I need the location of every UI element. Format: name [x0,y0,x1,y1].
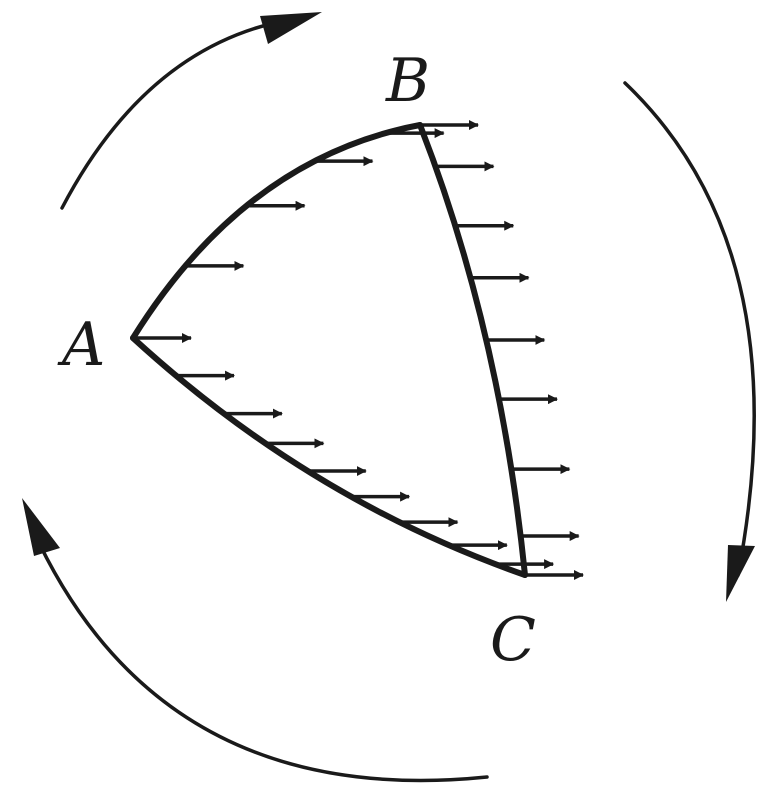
edge-a-b [130,122,423,341]
circulation-arrow-right [623,81,756,602]
triangle [130,122,528,578]
circulation-arrow-top-left [60,12,322,210]
vertex-label-c: C [490,605,536,675]
arrowhead-top-left [260,12,322,44]
circulation-arrow-bottom-left [22,498,489,783]
vertex-label-a: A [57,310,105,380]
vertex-label-b: B [385,46,430,116]
arrowhead-right [726,545,755,602]
vector-field [133,120,584,580]
edge-b-c [417,122,528,578]
circulation-arrows [22,12,756,783]
edge-a-c [130,335,528,578]
arrowhead-bottom-left [22,498,60,556]
